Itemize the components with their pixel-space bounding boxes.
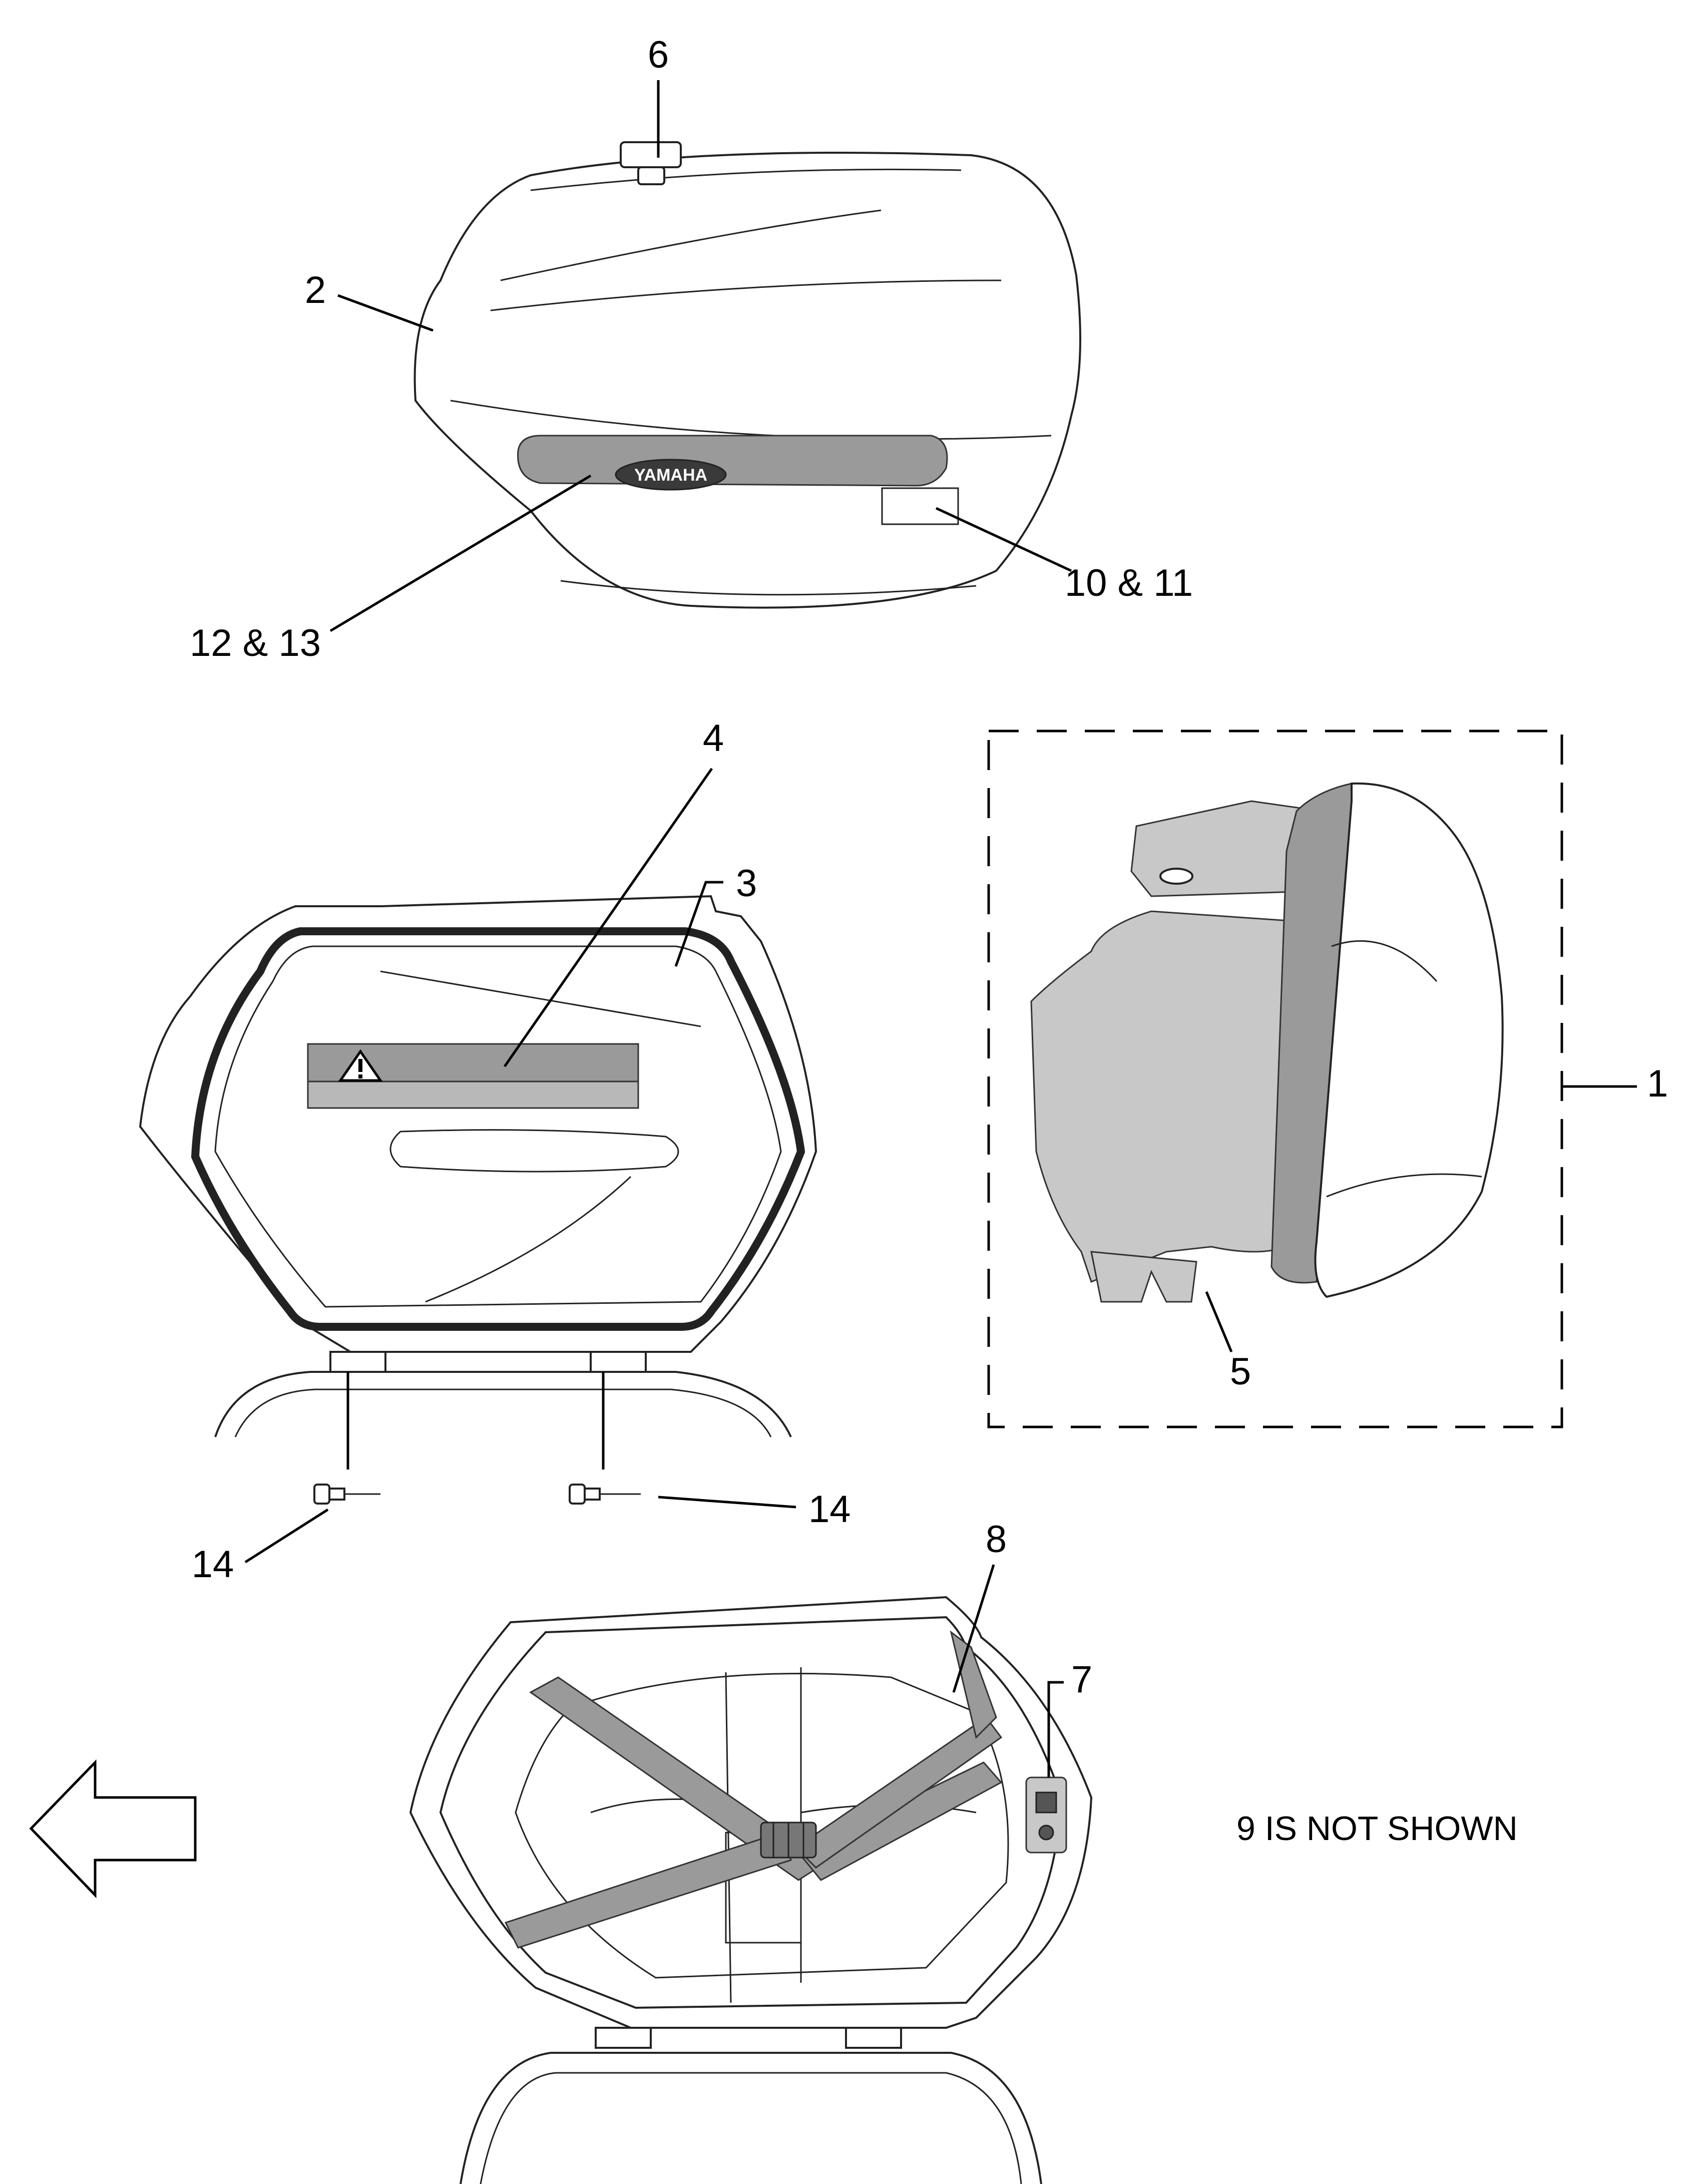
warning-triangle-icon: [338, 1049, 383, 1082]
case-exterior-view: YAMAHA: [413, 141, 1081, 609]
callout-2: 2: [305, 269, 326, 311]
rivet-right: [569, 1372, 641, 1505]
label-area: [881, 487, 959, 525]
callout-14-left: 14: [192, 1543, 234, 1586]
logo-plate: YAMAHA: [517, 435, 948, 491]
case-assembly-view: [1030, 782, 1504, 1303]
callout-1: 1: [1647, 1062, 1668, 1105]
inner-bag: [1030, 910, 1313, 1283]
not-shown-note: 9 IS NOT SHOWN: [1236, 1809, 1518, 1848]
callout-7: 7: [1071, 1658, 1092, 1701]
cross-straps: [504, 1630, 1003, 1949]
left-arrow-icon: [29, 1759, 197, 1899]
latch: [1025, 1776, 1067, 1854]
seal-gasket: [191, 927, 805, 1331]
callout-3: 3: [736, 862, 757, 905]
callout-8: 8: [986, 1518, 1007, 1561]
callout-6: 6: [648, 34, 669, 76]
callout-12-13: 12 & 13: [190, 622, 321, 664]
brand-logo: YAMAHA: [634, 466, 707, 485]
callout-4: 4: [703, 717, 724, 760]
case-interior-view: [409, 1596, 1093, 2184]
callout-5: 5: [1230, 1350, 1251, 1393]
callout-10-11: 10 & 11: [1065, 562, 1193, 604]
rivet-left: [313, 1372, 380, 1505]
lock: [620, 141, 682, 185]
lid-inner-view: [139, 895, 817, 1437]
assembly-box: [987, 730, 1563, 1428]
callout-14-right: 14: [808, 1488, 851, 1531]
warning-label: [307, 1043, 639, 1109]
